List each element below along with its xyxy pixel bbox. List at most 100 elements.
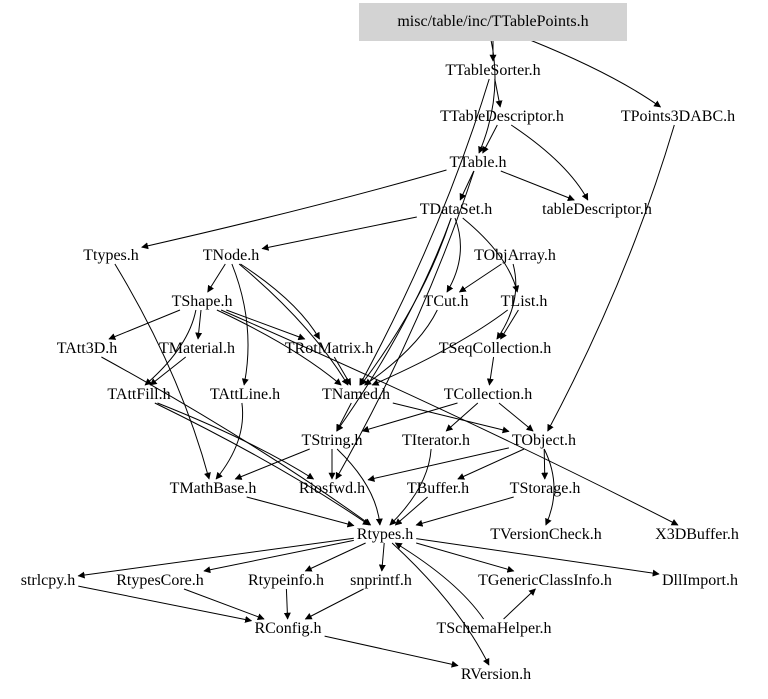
node-label: strlcpy.h: [21, 572, 76, 589]
edge-ttable-sorter-to-tnamed: [359, 78, 490, 386]
node-label: RtypesCore.h: [116, 572, 204, 589]
edge-titerator-to-rtypes: [389, 448, 432, 526]
node-tcut[interactable]: TCut.h: [424, 293, 469, 310]
edge-tnamed-to-tobject: [392, 402, 510, 434]
node-rtypes[interactable]: Rtypes.h: [357, 526, 413, 543]
edge-tseq-collection-to-tcollection: [486, 356, 495, 386]
node-rversion[interactable]: RVersion.h: [461, 666, 531, 683]
edge-rtypes-to-rtypes-core: [203, 539, 354, 574]
node-tgeneric-class-info[interactable]: TGenericClassInfo.h: [478, 572, 612, 589]
node-rtypes-core[interactable]: RtypesCore.h: [116, 572, 204, 589]
edge-rtypeinfo-to-rconfig: [283, 588, 291, 620]
node-tseq-collection[interactable]: TSeqCollection.h: [439, 340, 551, 357]
edge-tstorage-to-rtypes: [415, 496, 514, 527]
node-trot-matrix[interactable]: TRotMatrix.h: [285, 340, 373, 357]
node-label: TDataSet.h: [420, 201, 492, 218]
node-tstring[interactable]: TString.h: [302, 432, 363, 449]
edge-tdata-set-to-tnode: [261, 216, 417, 251]
node-label: TCut.h: [424, 293, 469, 310]
node-tatt3-d[interactable]: TAtt3D.h: [57, 340, 118, 357]
edge-tcollection-to-tstring: [361, 402, 458, 433]
node-tstorage[interactable]: TStorage.h: [510, 480, 581, 497]
node-ttypes[interactable]: Ttypes.h: [83, 247, 139, 264]
node-label: X3DBuffer.h: [655, 526, 739, 543]
node-tbuffer[interactable]: TBuffer.h: [407, 480, 469, 497]
node-riosfwd[interactable]: Riosfwd.h: [299, 480, 365, 497]
edge-tstring-to-rtypes: [336, 448, 383, 526]
edge-strlcpy-to-rconfig: [78, 585, 253, 623]
edge-tshape-to-tatt-fill: [144, 309, 197, 386]
node-x3-dbuffer[interactable]: X3DBuffer.h: [655, 526, 739, 543]
node-label: TTableDescriptor.h: [440, 108, 564, 125]
node-tnamed[interactable]: TNamed.h: [322, 386, 390, 403]
edge-ttable-sorter-to-ttable-descriptor: [494, 78, 503, 108]
dependency-edges: [77, 39, 679, 668]
edge-tdata-set-to-tlist: [462, 217, 520, 293]
edge-tmaterial-to-tatt-fill: [149, 356, 187, 386]
edge-tshape-to-tnamed: [216, 309, 342, 386]
edge-tcollection-to-tobject: [498, 402, 534, 432]
node-titerator[interactable]: TIterator.h: [402, 432, 470, 449]
node-tdata-set[interactable]: TDataSet.h: [420, 201, 492, 218]
node-tversion-check[interactable]: TVersionCheck.h: [490, 526, 602, 543]
edge-tpoints3-dabc-to-tobject: [547, 124, 675, 432]
edge-rtypes-to-tgeneric-class-info: [416, 542, 515, 573]
node-tlist[interactable]: TList.h: [501, 293, 548, 310]
node-tmath-base[interactable]: TMathBase.h: [170, 480, 257, 497]
header-nodes: misc/table/inc/TTablePoints.hTTableSorte…: [21, 3, 739, 683]
node-ttable-sorter[interactable]: TTableSorter.h: [445, 62, 540, 79]
node-ttable-descriptor[interactable]: TTableDescriptor.h: [440, 108, 564, 125]
node-rtypeinfo[interactable]: Rtypeinfo.h: [248, 572, 324, 589]
root-node[interactable]: misc/table/inc/TTablePoints.h: [359, 3, 627, 41]
node-label: TAttFill.h: [107, 386, 170, 403]
node-label: TNode.h: [203, 247, 259, 264]
node-tmaterial[interactable]: TMaterial.h: [159, 340, 235, 357]
edge-root-to-ttable: [478, 39, 496, 154]
node-strlcpy[interactable]: strlcpy.h: [21, 572, 76, 589]
edge-tobj-array-to-tcut: [458, 263, 502, 293]
edge-tobject-to-riosfwd: [367, 447, 510, 482]
edge-tatt-fill-to-riosfwd: [157, 402, 315, 480]
edge-tobject-to-tstorage: [541, 448, 549, 480]
node-tobj-array[interactable]: TObjArray.h: [474, 247, 556, 264]
node-label: TStorage.h: [510, 480, 581, 497]
edge-tnamed-to-tstring: [336, 402, 352, 432]
node-dll-import[interactable]: DllImport.h: [662, 572, 738, 589]
node-label: Rtypes.h: [357, 526, 413, 543]
node-tnode[interactable]: TNode.h: [203, 247, 259, 264]
edge-tdata-set-to-tcut: [446, 217, 461, 293]
node-tobject[interactable]: TObject.h: [512, 432, 576, 449]
edge-tstring-to-tmath-base: [234, 448, 310, 480]
node-table-descriptor[interactable]: tableDescriptor.h: [542, 201, 652, 218]
edge-ttable-to-riosfwd: [335, 170, 475, 480]
node-tpoints3-dabc[interactable]: TPoints3DABC.h: [621, 108, 735, 125]
root-node-box: [359, 3, 627, 41]
edge-root-to-tpoints3-dabc: [529, 39, 662, 108]
edge-rconfig-to-rversion: [324, 635, 459, 668]
edge-tshape-to-tmaterial: [195, 309, 203, 340]
edge-tatt-line-to-tmath-base: [215, 402, 244, 480]
node-rconfig[interactable]: RConfig.h: [254, 620, 321, 637]
node-label: TObjArray.h: [474, 247, 556, 264]
node-tcollection[interactable]: TCollection.h: [444, 386, 532, 403]
edge-tobj-array-to-tseq-collection: [496, 263, 517, 340]
edge-tmath-base-to-rtypes: [246, 496, 355, 528]
edge-tobject-to-tbuffer: [457, 448, 525, 480]
node-ttable[interactable]: TTable.h: [449, 154, 506, 171]
node-label: RConfig.h: [254, 620, 321, 637]
node-tshape[interactable]: TShape.h: [172, 293, 233, 310]
edge-tobject-to-tversion-check: [543, 448, 555, 526]
node-label: TPoints3DABC.h: [621, 108, 735, 125]
edge-rtypes-to-strlcpy: [77, 537, 354, 579]
node-tschema-helper[interactable]: TSchemaHelper.h: [436, 620, 551, 637]
node-label: TMaterial.h: [159, 340, 235, 357]
node-label: TTable.h: [449, 154, 506, 171]
node-tatt-line[interactable]: TAttLine.h: [210, 386, 280, 403]
node-label: misc/table/inc/TTablePoints.h: [397, 13, 588, 30]
node-snprintf[interactable]: snprintf.h: [350, 572, 412, 589]
edge-tlist-to-tnamed: [371, 309, 509, 386]
edge-ttable-to-table-descriptor: [500, 170, 575, 201]
edge-tshape-to-trot-matrix: [226, 309, 306, 341]
node-label: TString.h: [302, 432, 363, 449]
node-tatt-fill[interactable]: TAttFill.h: [107, 386, 170, 403]
